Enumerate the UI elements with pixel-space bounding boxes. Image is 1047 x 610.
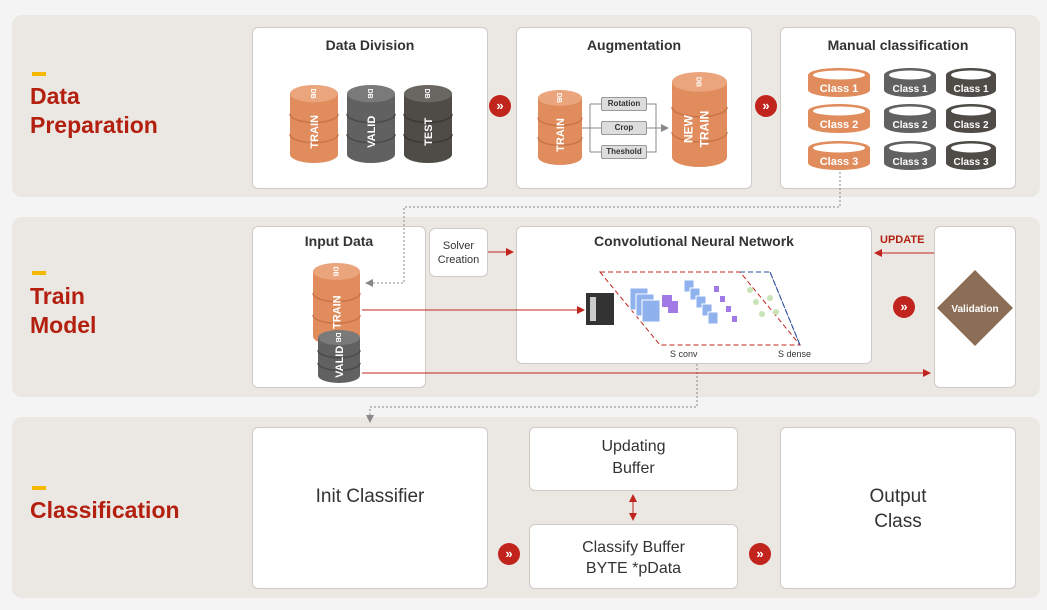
box-title: Manual classification (827, 37, 969, 53)
title-line: Model (30, 312, 97, 338)
dotted-connector-classes-to-input (365, 172, 841, 287)
title-line: Train (30, 283, 85, 309)
cnn-figure: S conv S dense (586, 271, 811, 359)
class-disc-1: Class 1 (808, 68, 870, 97)
class-disc-1: Class 1 (946, 68, 996, 97)
class-label: Class 1 (820, 83, 859, 95)
box-title: Augmentation (586, 37, 682, 53)
db-label: TRAIN (555, 118, 567, 152)
next-step-icon: » (749, 543, 771, 565)
db-label: TEST (423, 117, 435, 145)
update-label: UPDATE (880, 234, 925, 246)
aug-train-db: DB TRAIN (537, 90, 583, 165)
database-icon: DB (334, 332, 341, 342)
init-classifier-label: Init Classifier (315, 486, 425, 507)
box-title: Data Division (325, 37, 415, 53)
train-db: DB TRAIN (289, 85, 339, 163)
op-rotation: Rotation (601, 97, 647, 111)
init-classifier-box: Init Classifier (252, 427, 488, 589)
title-line: Data (30, 83, 80, 109)
class-disc-1: Class 1 (884, 68, 936, 97)
section-marker (32, 271, 46, 275)
class-label: Class 3 (820, 156, 859, 168)
section-title-classification: Classification (30, 497, 180, 523)
title-line: Preparation (30, 112, 158, 138)
s-dense-label: S dense (778, 349, 811, 359)
class-label: Class 2 (892, 120, 927, 131)
class-disc-3: Class 3 (808, 141, 870, 170)
database-icon: DB (366, 89, 373, 99)
class-label: Class 2 (953, 120, 988, 131)
box-title: Input Data (304, 233, 374, 249)
db-label: VALID (334, 346, 346, 378)
database-icon: DB (309, 89, 316, 99)
class-disc-2: Class 2 (884, 104, 936, 133)
output-class-label: Output Class (869, 486, 927, 532)
class-label: Class 1 (892, 84, 927, 95)
op-threshold: Theshold (601, 145, 647, 159)
class-disc-2: Class 2 (946, 104, 996, 133)
db-label: TRAIN (309, 115, 321, 149)
output-class-box: Output Class (780, 427, 1016, 589)
next-step-icon: » (893, 296, 915, 318)
updating-buffer-label: Updating Buffer (601, 438, 666, 477)
class-label: Class 3 (892, 157, 927, 168)
class-label: Class 3 (953, 157, 988, 168)
db-label: TRAIN (698, 111, 712, 148)
database-icon: DB (332, 266, 339, 276)
solver-creation-box: Solver Creation (429, 228, 488, 277)
input-train-db: DB TRAIN (312, 263, 361, 346)
next-step-icon: » (498, 543, 520, 565)
class-label: Class 2 (820, 119, 859, 131)
class-disc-3: Class 3 (946, 141, 996, 170)
op-crop: Crop (601, 121, 647, 135)
section-marker (32, 72, 46, 76)
db-label: NEW (682, 114, 696, 143)
database-icon: DB (695, 77, 702, 87)
validation-label: Validation (951, 304, 998, 315)
test-db: DB TEST (403, 85, 453, 163)
class-disc-3: Class 3 (884, 141, 936, 170)
aug-connectors (582, 103, 669, 153)
database-icon: DB (423, 89, 430, 99)
section-marker (32, 486, 46, 490)
validation-diamond: Validation (937, 270, 1013, 346)
class-disc-2: Class 2 (808, 104, 870, 133)
next-step-icon: » (755, 95, 777, 117)
updating-buffer-box: Updating Buffer (529, 427, 738, 491)
valid-db: DB VALID (346, 85, 396, 163)
db-label: VALID (366, 116, 378, 148)
classify-buffer-signature: BYTE *pData (585, 560, 682, 577)
database-icon: DB (555, 93, 562, 103)
box-title: Convolutional Neural Network (594, 233, 794, 249)
classify-buffer-label: Classify Buffer (582, 539, 685, 556)
class-label: Class 1 (953, 84, 988, 95)
input-valid-db: DB VALID (317, 330, 361, 383)
dotted-connector-cnn-to-classifier (366, 364, 698, 423)
db-label: TRAIN (332, 295, 344, 329)
next-step-icon: » (489, 95, 511, 117)
s-conv-label: S conv (670, 349, 698, 359)
